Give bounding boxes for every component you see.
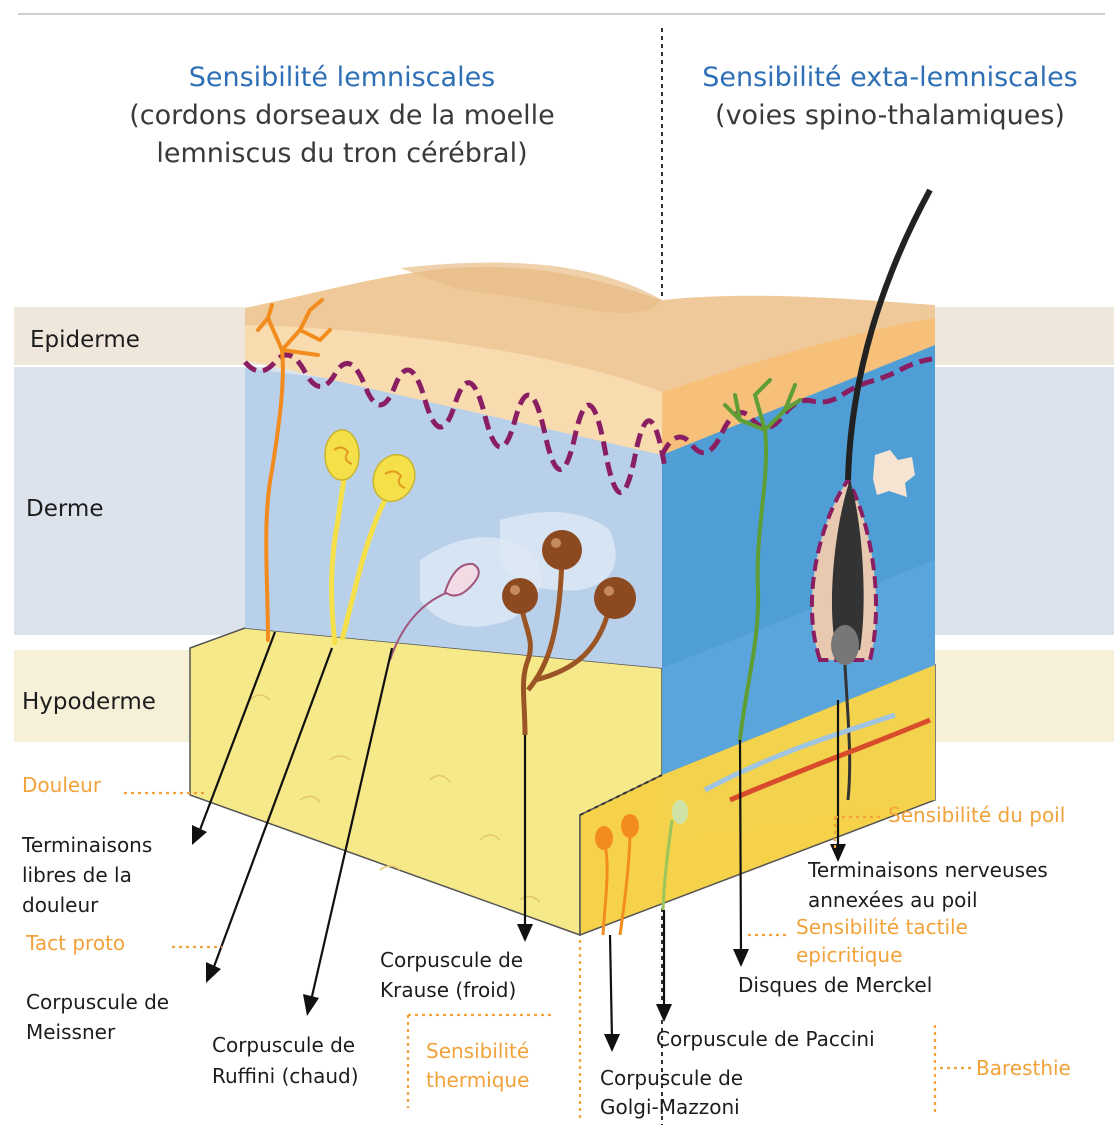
label-terminaisons-nerveuses: Terminaisons nerveuses annexées au poil <box>807 858 1054 912</box>
label-douleur: Douleur <box>22 773 102 797</box>
layer-label-derme: Derme <box>26 496 103 522</box>
label-ruffini: Corpuscule de Ruffini (chaud) <box>212 1033 361 1088</box>
label-tact-proto: Tact proto <box>25 931 125 955</box>
label-sensibilite-tactile: Sensibilité tactile epicritique <box>796 915 974 967</box>
right-subtitle: (voies spino-thalamiques) <box>715 100 1065 131</box>
right-title: Sensibilité exta-lemniscales <box>702 62 1078 93</box>
label-merckel: Disques de Merckel <box>738 973 932 997</box>
layer-label-hypoderme: Hypoderme <box>22 689 156 715</box>
label-sensibilite-thermique: Sensibilité thermique <box>426 1039 536 1092</box>
label-baresthie: Baresthie <box>976 1056 1071 1080</box>
label-golgi: Corpuscule de Golgi-Mazzoni <box>600 1066 749 1119</box>
left-subtitle-2: lemniscus du tron cérébral) <box>156 138 527 169</box>
label-meissner: Corpuscule de Meissner <box>26 990 175 1044</box>
label-terminaisons-libres: Terminaisons libres de la douleur <box>21 833 159 917</box>
label-paccini: Corpuscule de Paccini <box>656 1027 875 1051</box>
label-sensibilite-poil: Sensibilité du poil <box>888 803 1065 827</box>
layer-label-epiderme: Epiderme <box>30 327 140 353</box>
left-title: Sensibilité lemniscales <box>189 62 496 93</box>
left-subtitle-1: (cordons dorseaux de la moelle <box>129 100 555 131</box>
label-krause: Corpuscule de Krause (froid) <box>380 948 529 1002</box>
